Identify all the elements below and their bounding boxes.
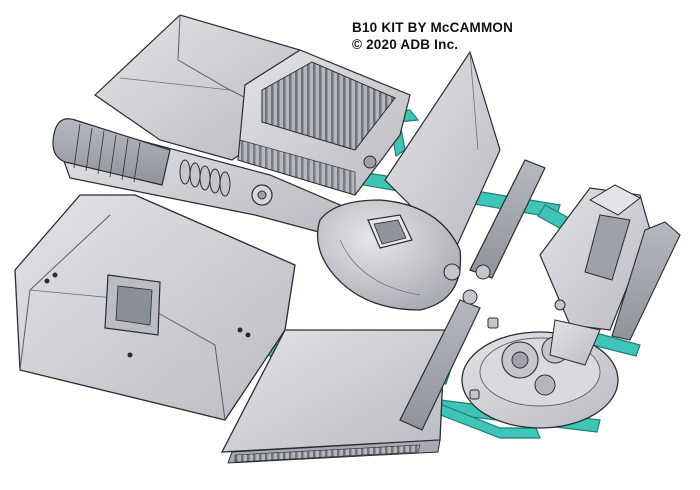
rounded-pod xyxy=(316,199,462,311)
caption-line-kit: B10 KIT BY McCAMMON xyxy=(352,20,514,35)
small-part-bits xyxy=(469,299,566,400)
fin-lower xyxy=(220,329,446,464)
nacelle-rod-upper xyxy=(469,159,546,280)
main-hull-boom xyxy=(52,118,341,236)
caption-line-copyright: © 2020 ADB Inc. xyxy=(352,37,459,52)
nacelle-rod-lower xyxy=(399,289,481,431)
hull-block-lower-left xyxy=(14,194,296,421)
engine-module-right xyxy=(539,184,681,341)
saucer-deck xyxy=(461,319,619,429)
engine-ribbed-cylinder xyxy=(52,118,171,186)
copyright-caption: B10 KIT BY McCAMMON © 2020 ADB Inc. xyxy=(352,19,513,53)
engine-coils xyxy=(179,159,231,197)
cabinet-part xyxy=(237,49,411,196)
